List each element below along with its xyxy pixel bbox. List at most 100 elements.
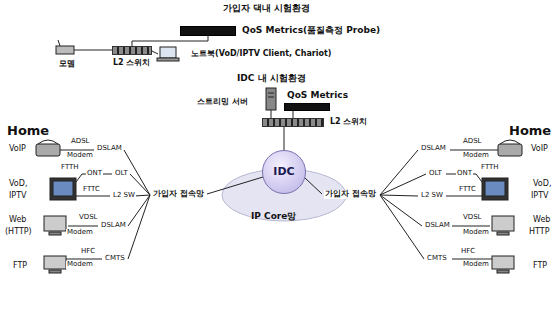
device-label: IPTV [530,192,550,201]
home-devices-left [49,232,61,235]
access-lines [380,195,422,226]
device-label: Modem [66,229,94,237]
device-label: Web [532,216,551,225]
streaming-server [266,88,276,118]
access-lines [134,195,150,196]
device-label: VDSL [462,214,483,222]
access-lines [68,226,98,227]
device-label: VDSL [78,214,99,222]
device-label: OLT [428,170,443,178]
access-lines [76,196,110,197]
home-devices-left [50,178,76,200]
access-lines [380,195,418,196]
qos-probe-box: QoS Metrics(품질측정 Probe) [180,26,236,36]
network-link [284,127,285,150]
home-devices-right [492,216,514,231]
device-label: VoD, [8,180,28,189]
device-label: Modem [66,152,94,160]
access-lines [128,195,150,259]
home-devices-left [53,181,73,196]
top-devices [160,47,176,58]
device-label: L2 스위치 [113,59,150,68]
access-lines [450,150,498,151]
streaming-server [266,88,276,110]
device-label: L2 SW [420,192,444,200]
section-label: 가입자 접속망 [152,190,205,199]
section-label: Home [6,124,50,138]
idc-circle: IDC [262,150,306,194]
home-devices-right [485,181,505,196]
home-devices-right [482,178,508,200]
device-label: IPTV [8,192,28,201]
home-devices-left [38,140,58,144]
section-label: IP Core망 [250,212,297,222]
device-label: QoS Metrics [287,91,348,101]
home-devices-right [497,232,509,235]
home-devices-right [482,140,522,273]
node-label: IDC [273,166,294,178]
home-devices-left [36,140,76,273]
access-lines [66,259,102,260]
access-lines [452,259,492,260]
device-label: FTTH [480,164,500,172]
top-devices [152,51,158,54]
device-label: FTP [12,262,28,271]
device-label: ADSL [70,138,91,146]
access-lines [380,195,424,259]
device-label: Modem [462,229,490,237]
access-lines [452,226,490,227]
streaming-server [271,110,272,118]
device-label: L2 SW [112,192,136,200]
device-label: HFC [460,248,476,256]
network-link [132,36,208,46]
section-label: Home [508,124,552,138]
section-label: 모뎀 [58,60,76,69]
device-label: Modem [66,261,94,269]
home-devices-left [44,216,66,231]
home-devices-right [500,140,520,144]
device-label: HTTP [528,228,550,237]
device-label: DSLAM [424,222,451,230]
device-label: Modem [462,261,490,269]
section-label: 노트북(VoD/IPTV Client, Chariot) [190,50,333,59]
device-label: DSLAM [96,145,123,153]
device-label: FTP [532,262,548,271]
streaming-server [268,97,274,98]
section-label: 스트리밍 서버 [196,98,249,107]
device-label: ONT [456,170,473,178]
access-lines [207,177,263,194]
access-lines [305,178,322,194]
device-label: ADSL [462,138,483,146]
device-label: CMTS [104,255,126,263]
section-label: 가입자 접속망 [324,190,377,199]
l2-switch: L2 스위치 [262,118,324,127]
device-label: HFC [80,248,96,256]
device-label: (HTTP) [4,228,33,237]
device-label: VoIP [8,145,27,154]
device-label: VoD, [532,180,552,189]
access-lines [446,196,482,197]
device-label: Web [8,216,27,225]
device-label: DSLAM [420,145,447,153]
device-label: FTTH [60,164,80,172]
top-devices [58,40,60,46]
device-label: VoIP [530,145,549,154]
home-devices-left [49,270,61,273]
device-label: FTTC [458,186,477,194]
network-link [293,111,294,118]
home-devices-right [497,270,509,273]
qos-probe-box: QoS Metrics [284,103,330,111]
access-lines [60,150,94,151]
access-lines [380,150,418,195]
device-label: DSLAM [100,222,127,230]
device-label: QoS Metrics(품질측정 Probe) [242,26,380,36]
home-devices-left [44,256,66,269]
top-devices [74,50,112,51]
home-devices-left [36,144,60,156]
l2-switch: L2 스위치 [112,46,152,55]
streaming-server [268,93,274,94]
device-label: ONT [86,170,103,178]
top-devices [157,58,179,61]
device-label: L2 스위치 [330,118,367,127]
